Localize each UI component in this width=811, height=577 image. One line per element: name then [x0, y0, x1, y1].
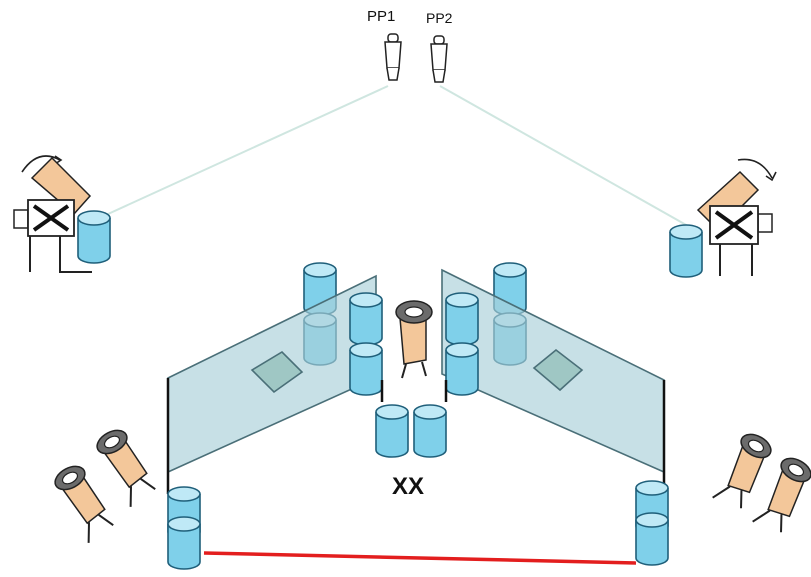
- panel-left: [166, 274, 377, 494]
- cylinder-bottom-left: [167, 516, 201, 570]
- cylinder-bottom-right: [635, 512, 669, 566]
- red-baseline: [203, 551, 637, 565]
- panel-right: [441, 268, 666, 492]
- cylinder-mid-left-2: [349, 342, 383, 396]
- figure-left-icon: [50, 424, 159, 545]
- label-pp2: PP2: [426, 10, 453, 26]
- label-center: XX: [392, 473, 424, 500]
- cylinder-right-machine: [669, 224, 703, 278]
- cylinder-left-machine: [77, 210, 111, 264]
- rotating-arm-right-icon: [696, 158, 777, 276]
- cylinder-front-center-right: [413, 404, 447, 458]
- cylinder-mid-right: [445, 292, 479, 346]
- cylinder-front-center-left: [375, 404, 409, 458]
- figure-right-icon: [709, 428, 811, 537]
- player-pp1-icon: [384, 33, 402, 81]
- sight-line-left: [107, 85, 389, 215]
- figure-center-icon: [395, 300, 433, 379]
- label-pp1: PP1: [367, 8, 395, 25]
- sight-line-right: [439, 85, 689, 227]
- rotating-arm-left-icon: [13, 155, 92, 273]
- player-pp2-icon: [430, 35, 448, 83]
- cylinder-mid-right-2: [445, 342, 479, 396]
- cylinder-mid-left: [349, 292, 383, 346]
